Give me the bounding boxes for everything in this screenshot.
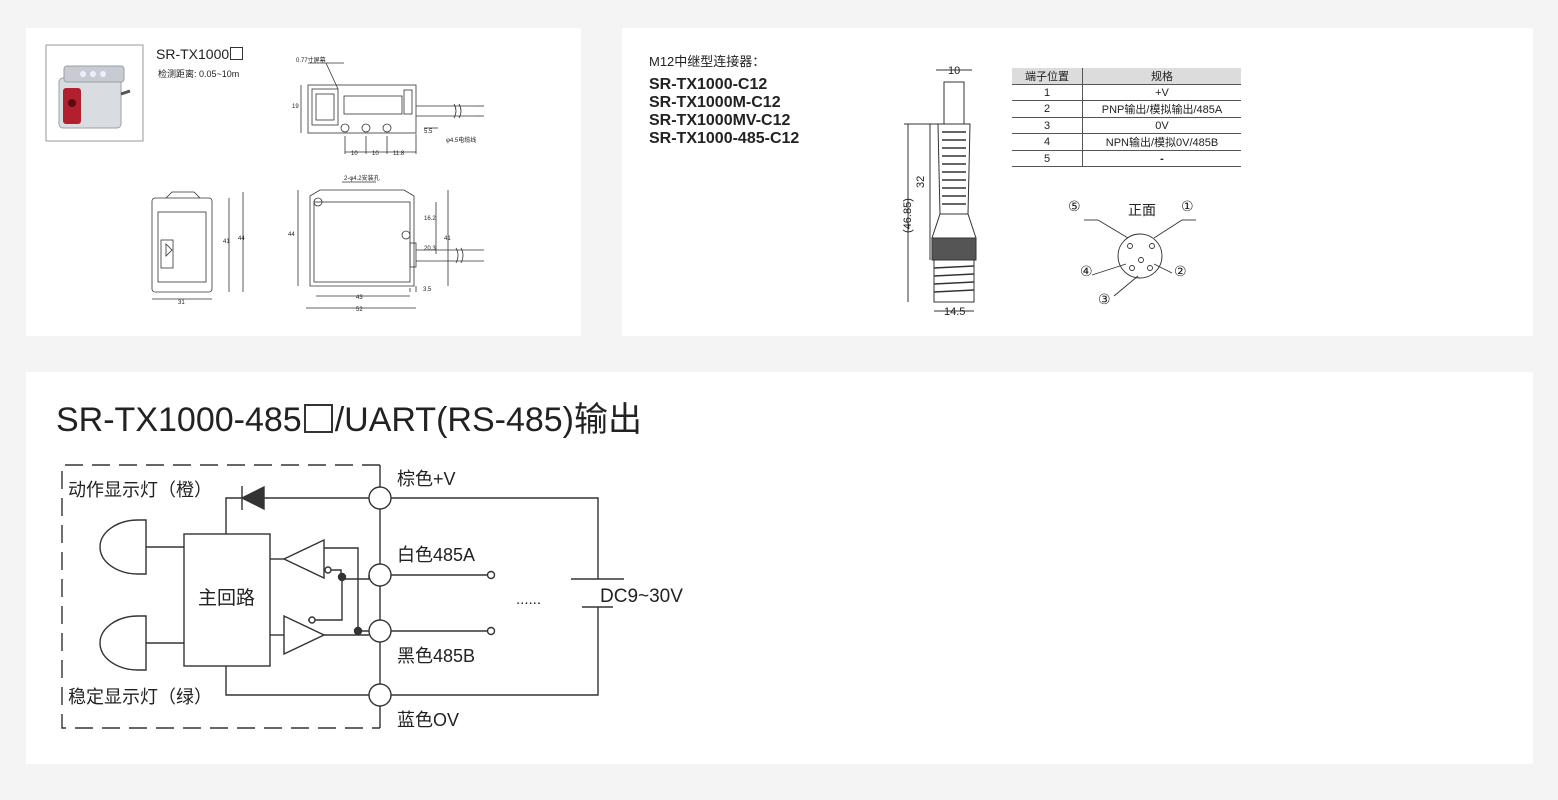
action-led-symbol	[99, 519, 147, 575]
table-cell: 5	[1012, 150, 1083, 167]
table-cell: 1	[1012, 84, 1083, 101]
terminal-black	[368, 619, 392, 643]
svg-text:44: 44	[288, 232, 295, 238]
wiring-diagram: 动作显示灯（橙） 稳定显示灯（绿） 主回路 棕色+V 白色485A 黑色485B…	[61, 464, 683, 730]
pin-1-label: ①	[1181, 198, 1194, 214]
svg-text:10: 10	[372, 151, 379, 157]
svg-text:5.5: 5.5	[424, 129, 433, 135]
svg-text:10: 10	[351, 151, 358, 157]
svg-text:31: 31	[178, 300, 185, 306]
model-item: SR-TX1000-485-C12	[649, 130, 800, 147]
diode-symbol	[240, 485, 265, 511]
svg-text:3.5: 3.5	[423, 287, 432, 293]
dimension-drawings: 0.77寸屏幕 19 10 10 11.8 5.5 φ4.5电缆线 41 44 …	[45, 44, 484, 313]
svg-text:14.5: 14.5	[944, 306, 965, 318]
svg-text:正面: 正面	[1128, 202, 1156, 218]
wire-brown-label: 棕色+V	[397, 469, 456, 489]
top-view-labels: 0.77寸屏幕 19 10 10 11.8 5.5 φ4.5电缆线	[292, 56, 476, 157]
terminal-white	[368, 563, 392, 587]
wire-blue-label: 蓝色OV	[397, 710, 459, 730]
table-row: 1 +V	[1012, 84, 1241, 101]
continuation-dots: ......	[516, 591, 541, 608]
svg-text:20.3: 20.3	[424, 246, 436, 252]
svg-text:44: 44	[238, 236, 245, 242]
pin-face-diagram	[1084, 219, 1196, 297]
table-header: 端子位置	[1012, 68, 1083, 85]
side-view-labels: 41 44 31	[178, 236, 245, 306]
terminal-blue	[368, 683, 392, 707]
side-view-drawing	[151, 191, 244, 300]
model-item: SR-TX1000MV-C12	[649, 112, 791, 129]
model-item: SR-TX1000M-C12	[649, 94, 781, 111]
table-cell: +V	[1082, 84, 1241, 101]
action-led-label: 动作显示灯（橙）	[68, 480, 212, 500]
svg-text:0.77寸屏幕: 0.77寸屏幕	[296, 56, 326, 64]
svg-text:16.2: 16.2	[424, 216, 436, 222]
table-row: 4 NPN输出/模拟0V/485B	[1012, 133, 1241, 151]
connector-dim-labels: 10 32 (46.85) 14.5	[902, 65, 965, 318]
terminal-brown	[368, 486, 392, 510]
svg-text:19: 19	[292, 104, 299, 110]
model-list: SR-TX1000-C12 SR-TX1000M-C12 SR-TX1000MV…	[649, 76, 799, 148]
svg-text:32: 32	[915, 176, 927, 188]
stable-led-label: 稳定显示灯（绿）	[68, 687, 212, 707]
wiring-panel: SR-TX1000-485/UART(RS-485)输出	[26, 372, 1533, 764]
wire-black-label: 黑色485B	[397, 646, 475, 666]
svg-text:41: 41	[444, 236, 451, 242]
stable-led-symbol	[99, 615, 147, 671]
table-row: 2 PNP输出/模拟输出/485A	[1012, 100, 1241, 118]
connector-drawing: 10 32 (46.85) 14.5 正面 ① ② ③ ④ ⑤	[902, 65, 1196, 318]
table-cell: 4	[1012, 133, 1083, 151]
table-cell: -	[1082, 150, 1241, 167]
table-cell: 2	[1012, 100, 1083, 118]
wiring-labels: 动作显示灯（橙） 稳定显示灯（绿） 主回路 棕色+V 白色485A 黑色485B…	[68, 469, 683, 730]
sensor-boundary	[61, 464, 380, 729]
wiring-title: SR-TX1000-485/UART(RS-485)输出	[56, 401, 642, 439]
driver-amp-bottom	[283, 614, 326, 656]
svg-text:43: 43	[356, 295, 363, 301]
detect-range: 检测距离: 0.05~10m	[158, 69, 240, 79]
table-cell: 3	[1012, 117, 1083, 134]
pin-spec-table: 端子位置 规格 1 +V 2 PNP输出/模拟输出/485A 3 0V 4 NP…	[1012, 68, 1241, 167]
svg-text:11.8: 11.8	[393, 151, 405, 157]
connector-panel: M12中继型连接器： SR-TX1000-C12 SR-TX1000M-C12 …	[622, 28, 1533, 336]
pin-2-label: ②	[1174, 263, 1187, 279]
pin-3-label: ③	[1098, 291, 1111, 307]
main-circuit-label: 主回路	[198, 587, 255, 609]
product-photo	[45, 44, 144, 142]
main-circuit-box	[183, 533, 271, 667]
svg-text:(46.85): (46.85)	[902, 198, 914, 233]
table-header-row: 端子位置 规格	[1012, 68, 1241, 85]
table-cell: 0V	[1082, 117, 1241, 134]
driver-amp-top	[282, 538, 325, 580]
table-cell: PNP输出/模拟输出/485A	[1082, 100, 1241, 118]
table-row: 5 -	[1012, 150, 1241, 167]
svg-text:41: 41	[223, 239, 230, 245]
front-view-labels: 2-φ4.2安装孔 44 16.2 41 20.3 43 52 3.5	[288, 174, 451, 313]
pin-5-label: ⑤	[1068, 198, 1081, 214]
svg-text:2-φ4.2安装孔: 2-φ4.2安装孔	[344, 174, 380, 182]
model-item: SR-TX1000-C12	[649, 76, 768, 93]
pin-4-label: ④	[1080, 263, 1093, 279]
top-view-drawing	[300, 62, 484, 154]
svg-text:φ4.5电缆线: φ4.5电缆线	[446, 136, 476, 144]
connector-title: M12中继型连接器：	[649, 54, 766, 69]
table-cell: NPN输出/模拟0V/485B	[1082, 133, 1241, 151]
pin-face-labels: 正面 ① ② ③ ④ ⑤	[1068, 198, 1194, 307]
dimension-panel: 0.77寸屏幕 19 10 10 11.8 5.5 φ4.5电缆线 41 44 …	[26, 28, 581, 336]
svg-text:10: 10	[948, 65, 960, 77]
supply-label: DC9~30V	[600, 586, 683, 607]
table-row: 3 0V	[1012, 117, 1241, 134]
svg-text:52: 52	[356, 307, 363, 313]
wire-white-label: 白色485A	[397, 545, 475, 565]
table-header: 规格	[1082, 68, 1241, 85]
product-name: SR-TX1000	[156, 46, 244, 62]
front-view-drawing	[297, 181, 484, 309]
